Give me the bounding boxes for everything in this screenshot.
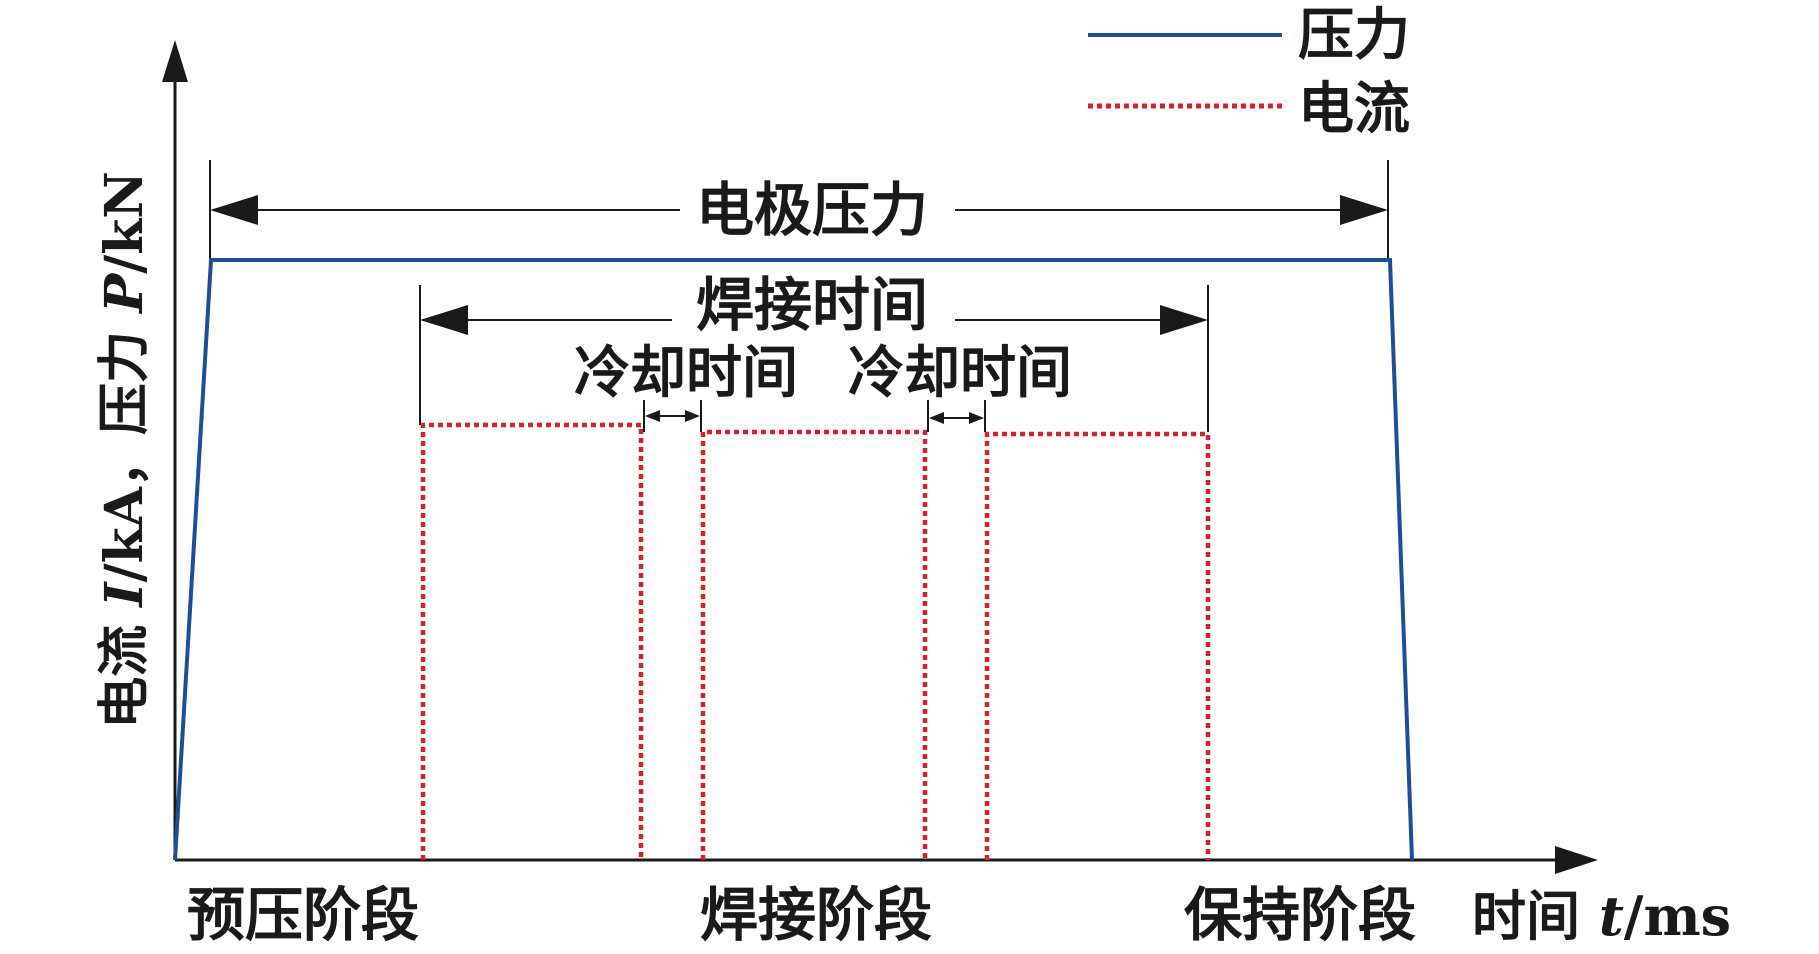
cooling-time-2: 冷却时间 [848,340,1072,432]
x-axis-label-time-symbol: t [1599,884,1624,948]
current-pulse-2 [700,429,928,860]
stage-labels: 预压阶段 焊接阶段 保持阶段 [187,881,1416,949]
cooling-time-1-left-arrow [645,410,660,422]
legend-pressure-label: 压力 [1298,2,1410,68]
legend: 压力 电流 [1088,2,1410,142]
stage-label-prepress: 预压阶段 [187,881,419,949]
cooling-time-1: 冷却时间 [574,340,798,432]
electrode-pressure-left-arrow [210,195,258,225]
welding-time-label: 焊接时间 [696,271,928,339]
cooling-time-1-label: 冷却时间 [574,340,798,406]
stage-label-welding: 焊接阶段 [700,881,932,949]
cooling-time-2-left-arrow [929,412,944,424]
current-pulses [420,422,1211,860]
pressure-curve [173,258,1414,861]
x-axis-label: 时间 t/ms [1472,884,1731,948]
cooling-time-2-right-arrow [969,412,984,424]
y-axis-label-force-unit: /kN [94,171,155,274]
y-axis-label-current-symbol: I [94,581,155,609]
y-axis-label-force-symbol: P [94,272,155,315]
legend-current-label: 电流 [1298,76,1410,142]
x-axis-label-prefix: 时间 [1472,884,1599,948]
welding-time-span: 焊接时间 [419,271,1209,432]
stage-label-holding: 保持阶段 [1184,881,1416,949]
electrode-pressure-right-arrow [1340,195,1388,225]
axes [162,40,1598,874]
current-pulse-3 [984,431,1211,860]
y-axis-label: 电流 I/kA，压力 P/kN [94,171,155,729]
electrode-pressure-label: 电极压力 [696,176,928,244]
electrode-pressure-span: 电极压力 [209,160,1389,258]
welding-time-left-arrow [420,305,468,335]
cooling-time-2-label: 冷却时间 [848,340,1072,406]
y-axis-label-current-unit: /kA，压力 [94,313,155,582]
y-axis-arrow [162,40,188,82]
current-pulse-1 [420,422,644,860]
y-axis-label-prefix: 电流 [94,607,155,729]
x-axis-label-time-unit: /ms [1624,884,1731,948]
x-axis-arrow [1555,846,1598,874]
welding-time-right-arrow [1160,305,1208,335]
cooling-time-1-right-arrow [685,410,700,422]
